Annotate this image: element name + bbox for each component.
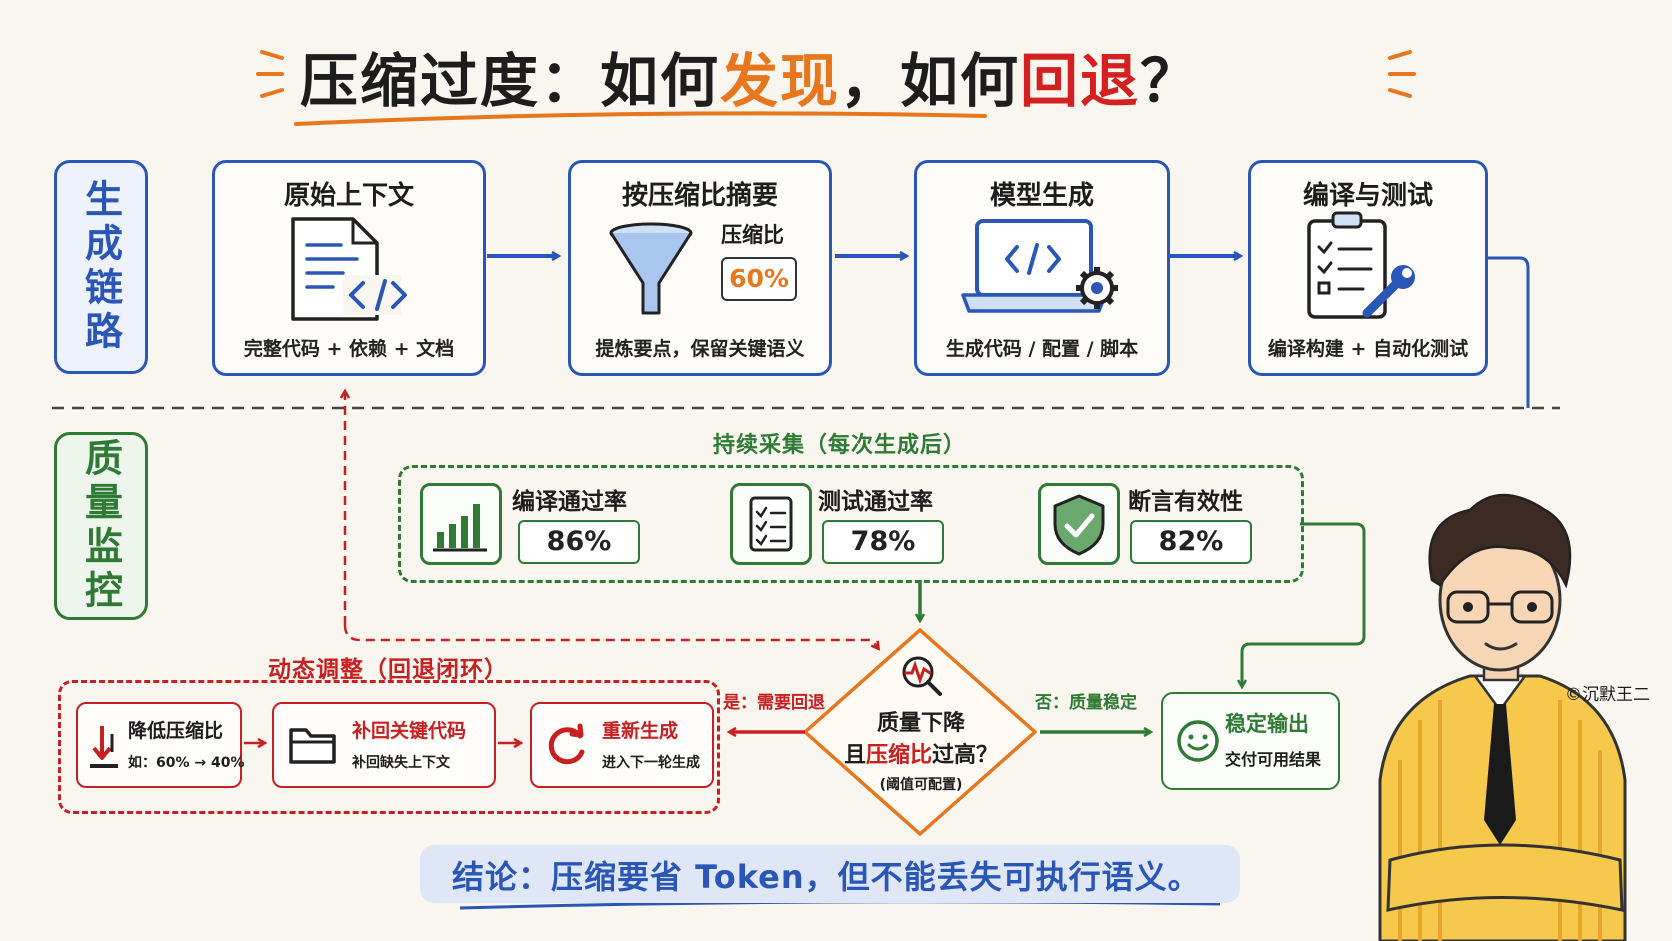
- adjust-item-lower-ratio: 降低压缩比 如：60% → 40%: [76, 702, 245, 788]
- shield-check-icon: [1038, 483, 1120, 565]
- feedback-to-decision: [343, 624, 878, 648]
- bar-chart-icon: [420, 483, 502, 565]
- metric-name: 测试通过率: [818, 489, 933, 515]
- title-spark-left-icon: [256, 50, 284, 98]
- adjust-box: [58, 680, 720, 814]
- arrow-down-icon: [90, 726, 118, 768]
- decision-note: (阈值可配置): [879, 777, 963, 793]
- adjust-item-restore-code: 补回关键代码 补回缺失上下文: [272, 702, 496, 788]
- title-part-5: ？: [1140, 47, 1201, 115]
- conclusion-text: 结论：压缩要省 Token，但不能丢失可执行语义。: [452, 858, 1201, 896]
- adjust-item-subtitle: 进入下一轮生成: [602, 755, 700, 771]
- code-document-icon: [291, 217, 407, 321]
- adjust-item-title: 补回关键代码: [352, 720, 467, 742]
- decision-line2-pre: 且: [843, 743, 866, 768]
- step-subtitle: 编译构建 + 自动化测试: [1267, 338, 1469, 360]
- title-part-1: 压缩过度：如何: [300, 47, 721, 115]
- clipboard-wrench-icon: [1307, 211, 1415, 319]
- step-title: 编译与测试: [1302, 181, 1433, 211]
- decision-line2-highlight: 压缩比: [865, 743, 932, 768]
- funnel-icon: [609, 222, 693, 315]
- stable-output-title: 稳定输出: [1225, 712, 1309, 736]
- refresh-icon: [548, 723, 585, 765]
- decision-line2-post: 过高？: [932, 743, 999, 768]
- title-part-discover: 发现: [720, 47, 841, 115]
- step-title: 模型生成: [989, 181, 1094, 211]
- step-summarize: 按压缩比摘要 压缩比 60% 提炼要点，保留关键语义: [568, 160, 832, 376]
- step-compile-test: 编译与测试 编译构建 + 自动化测试: [1248, 160, 1488, 376]
- step-subtitle: 生成代码 / 配置 / 脚本: [945, 338, 1139, 360]
- section-label-monitoring: 质量监控: [54, 432, 148, 620]
- step-title: 按压缩比摘要: [621, 181, 778, 211]
- developer-avatar: [1378, 493, 1627, 941]
- folder-icon: [289, 728, 336, 764]
- stable-output-subtitle: 交付可用结果: [1225, 750, 1322, 769]
- ratio-value: 60%: [721, 257, 797, 301]
- collect-label: 持续采集（每次生成后）: [713, 433, 967, 458]
- page-title: 压缩过度：如何发现，如何回退？: [300, 34, 1200, 118]
- step4-exit-line: [1484, 256, 1530, 408]
- title-spark-right-icon: [1388, 50, 1416, 98]
- section-label-generation: 生成链路: [54, 160, 148, 374]
- adjust-item-subtitle: 补回缺失上下文: [352, 755, 450, 771]
- adjust-label: 动态调整（回退闭环）: [268, 657, 508, 683]
- laptop-gear-icon: [961, 219, 1118, 313]
- metric-value: 86%: [518, 520, 640, 564]
- step-original-context: 原始上下文 完整代码 + 依赖 + 文档: [212, 160, 486, 376]
- metric-name: 编译通过率: [512, 489, 627, 515]
- step-subtitle: 完整代码 + 依赖 + 文档: [243, 338, 455, 360]
- collect-box: [398, 465, 1304, 583]
- stable-output-box: [1161, 692, 1340, 790]
- branch-yes-label: 是：需要回退: [723, 693, 825, 713]
- decision-line1: 质量下降: [876, 711, 965, 736]
- adjust-item-subtitle: 如：60% → 40%: [128, 755, 245, 771]
- step-model-generate: 模型生成 生成代码 / 配置 / 脚本: [914, 160, 1170, 376]
- branch-no-label: 否：质量稳定: [1035, 693, 1137, 713]
- metric-value: 78%: [822, 520, 944, 564]
- magnifier-pulse-icon: [902, 656, 942, 696]
- smiley-icon: [1177, 720, 1219, 762]
- adjust-item-title: 降低压缩比: [128, 720, 224, 742]
- adjust-item-regenerate: 重新生成 进入下一轮生成: [530, 702, 714, 788]
- metric-value: 82%: [1130, 520, 1252, 564]
- step-title: 原始上下文: [283, 181, 414, 211]
- adjust-item-title: 重新生成: [602, 720, 679, 742]
- metric-name: 断言有效性: [1128, 489, 1243, 515]
- checklist-icon: [730, 483, 812, 565]
- conclusion-highlight: [420, 845, 1240, 903]
- decision-line2: 且压缩比过高？: [836, 737, 1006, 769]
- copyright: ©沉默王二: [1565, 685, 1650, 705]
- ratio-label: 压缩比: [721, 223, 784, 247]
- step-subtitle: 提炼要点，保留关键语义: [595, 338, 805, 360]
- title-part-3: ，如何: [840, 47, 1021, 115]
- title-part-rollback: 回退: [1020, 47, 1141, 115]
